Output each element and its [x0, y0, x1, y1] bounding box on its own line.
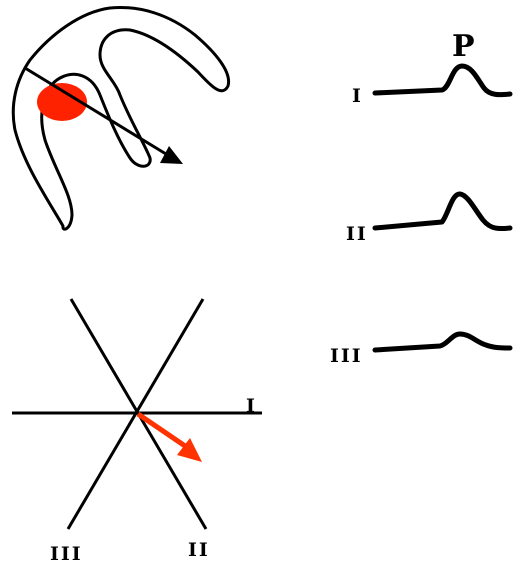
heart-outline	[11, 5, 231, 231]
lead-axes: I II III	[12, 298, 262, 565]
ecg-trace-lead-3	[372, 331, 513, 353]
heart-schematic	[11, 5, 231, 231]
ecg-trace-lead-1	[372, 63, 513, 98]
p-wave-label: P	[452, 29, 475, 64]
vector-arrow-shaft	[136, 411, 190, 451]
axis-label-lead-2: II	[188, 539, 210, 561]
axis-label-lead-3: III	[50, 543, 83, 565]
vector-arrowhead	[177, 438, 202, 462]
p-vector-line	[24, 66, 167, 156]
ecg-label-lead-1: I	[352, 85, 363, 107]
ecg-tracings: P I II III	[330, 29, 513, 367]
axis-line-lead-3	[66, 298, 205, 530]
p-vector-arrowhead	[160, 146, 183, 164]
axis-label-lead-1: I	[246, 395, 257, 417]
ecg-trace-lead-2	[372, 191, 513, 232]
ecg-label-lead-2: II	[346, 223, 368, 245]
atrium-blob	[37, 83, 87, 121]
ecg-label-lead-3: III	[330, 345, 363, 367]
